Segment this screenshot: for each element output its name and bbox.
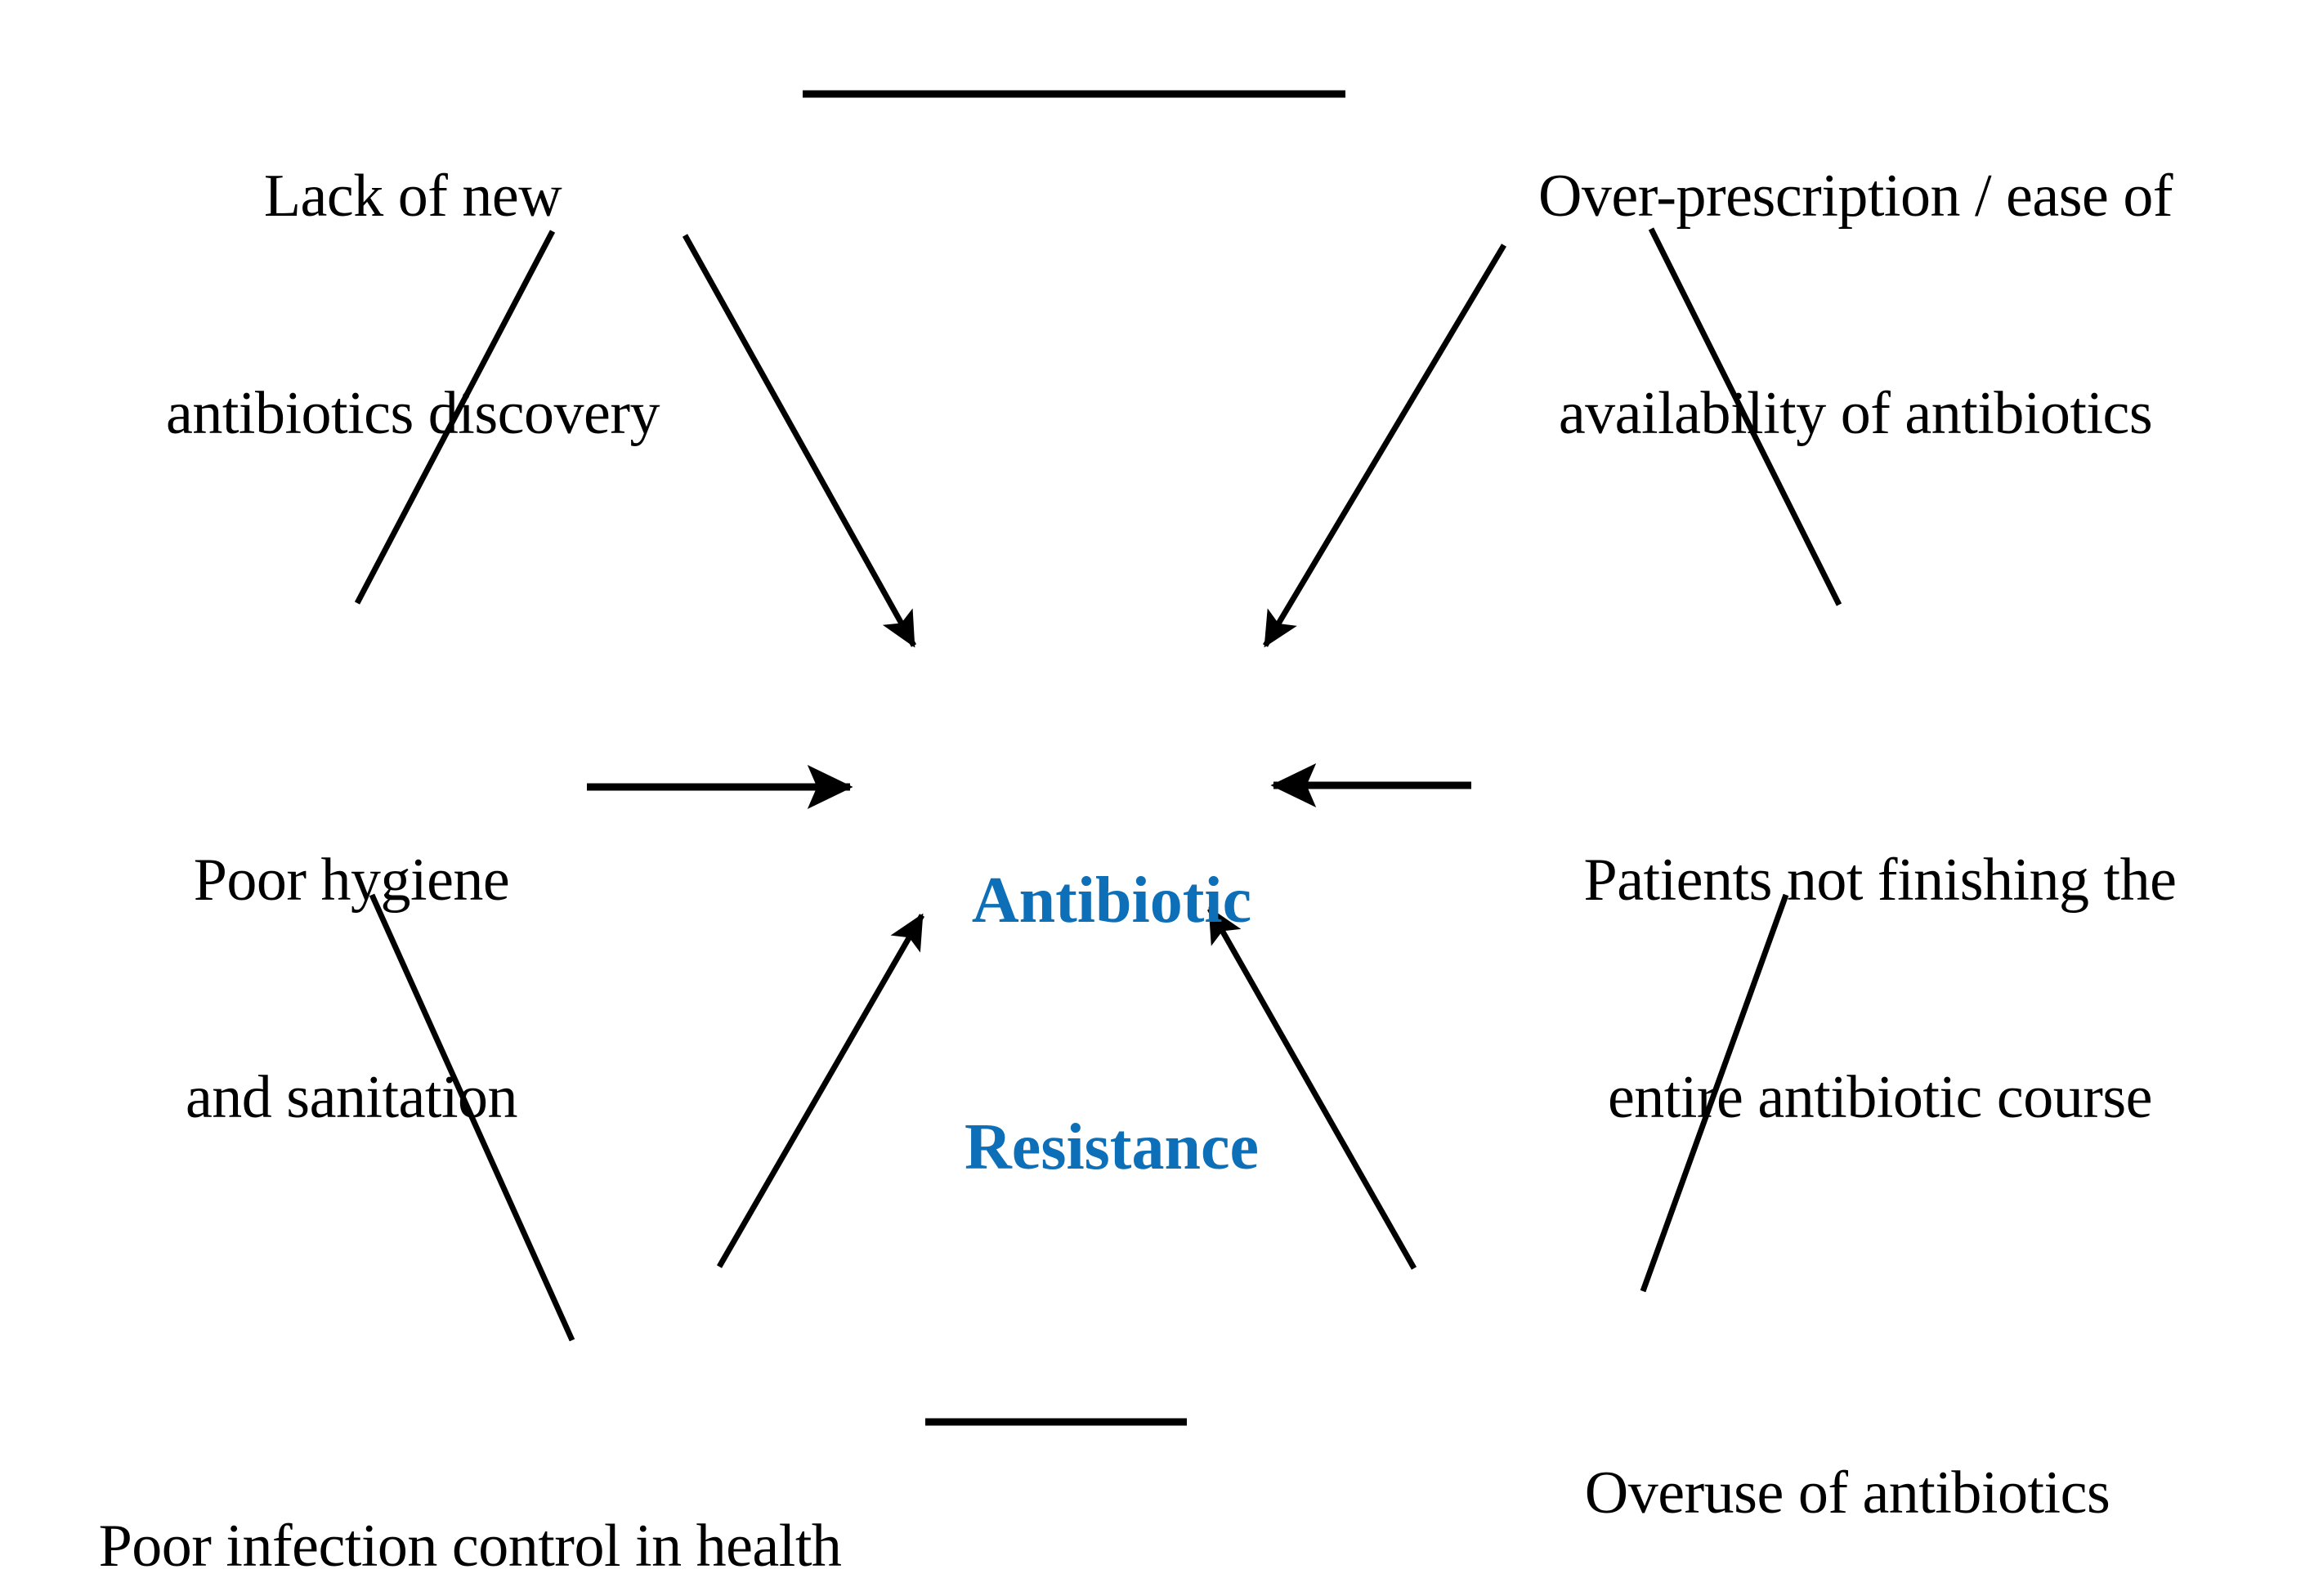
center-line: Antibiotic — [971, 864, 1252, 937]
node-line: Overuse of antibiotics — [1584, 1459, 2110, 1527]
node-overuse-in-animals-lack-of-surveillance: Overuse of antibiotics in animals / lack… — [1381, 1312, 2313, 1596]
node-line: entire antibiotic course — [1607, 1063, 2153, 1131]
node-line: Lack of new — [263, 162, 562, 230]
node-over-prescription-ease-of-availability: Over-prescription / ease of availability… — [1406, 15, 2305, 595]
node-line: Poor infection control in health — [98, 1512, 842, 1580]
node-antibiotic-resistance: Antibiotic Resistance — [899, 695, 1324, 1353]
node-lack-of-new-antibiotics-discovery: Lack of new antibiotics discovery — [90, 15, 736, 595]
edge-infection-to-center — [716, 913, 925, 1268]
node-poor-hygiene-and-sanitation: Poor hygiene and sanitation — [123, 699, 580, 1279]
node-line: Over-prescription / ease of — [1537, 162, 2173, 230]
node-line: antibiotics discovery — [166, 379, 660, 447]
node-line: Poor hygiene — [193, 846, 510, 914]
node-line: availability of antibiotics — [1558, 379, 2153, 447]
node-line: and sanitation — [185, 1063, 518, 1131]
center-line: Resistance — [965, 1111, 1259, 1183]
node-patients-not-finishing-course: Patients not finishing the entire antibi… — [1463, 699, 2297, 1279]
node-poor-infection-control-clinical-misuse: Poor infection control in health care se… — [8, 1365, 932, 1596]
node-line: Patients not finishing the — [1583, 846, 2177, 914]
